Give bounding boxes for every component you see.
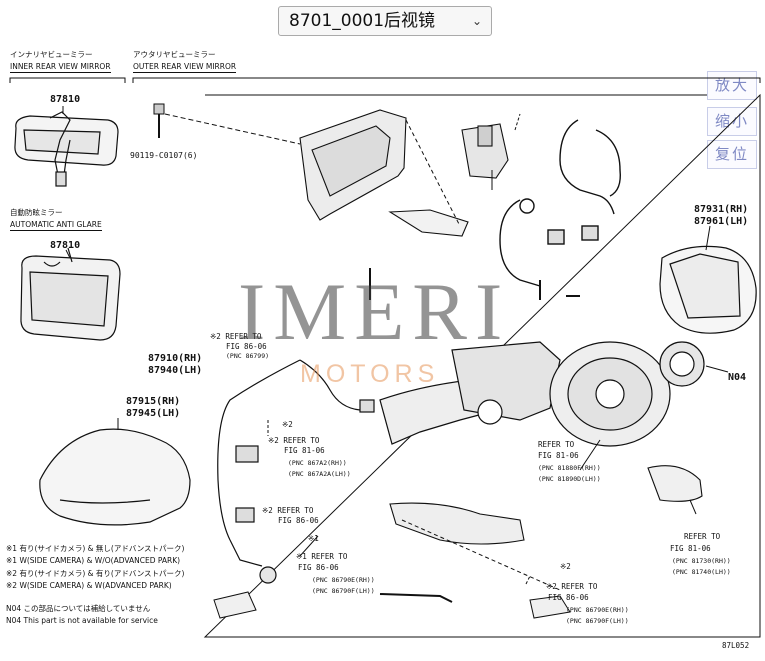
note-5: N04 この部品については補給していません — [6, 604, 151, 613]
ref7-title: REFER TO — [538, 440, 575, 449]
part-87810-b[interactable]: 87810 — [50, 240, 81, 251]
zoom-out-button[interactable]: 缩小 — [707, 107, 757, 136]
ref2-mark: ※2 — [282, 420, 293, 429]
ref7-pnc1: (PNC 81880F(RH)) — [538, 464, 601, 472]
mirror-actuator — [461, 123, 509, 179]
ref3-pnc2: (PNC 867A2A(LH)) — [288, 470, 351, 478]
part-87810-a[interactable]: 87810 — [50, 94, 81, 105]
note-1: ※1 有り(サイドカメラ) & 無し(アドバンストパーク) — [6, 544, 185, 553]
part-90119[interactable]: 90119-C0107(6) — [130, 151, 198, 160]
ref1-pnc: (PNC 86799) — [226, 352, 270, 360]
note-3: ※2 有り(サイドカメラ) & 有り(アドバンストパーク) — [6, 569, 185, 578]
ref6-title: ※1 REFER TO — [296, 552, 348, 561]
ref8-fig[interactable]: FIG 81-06 — [670, 544, 711, 553]
ref1-fig[interactable]: FIG 86-06 — [226, 342, 267, 351]
mirror-glass — [659, 245, 757, 334]
zoom-in-button[interactable]: 放大 — [707, 71, 757, 100]
ref3-title: ※2 REFER TO — [268, 436, 320, 445]
ref10-pnc1: (PNC 86790E(RH)) — [566, 606, 629, 614]
part-87940[interactable]: 87940(LH) — [148, 365, 203, 376]
ref7-pnc2: (PNC 81890D(LH)) — [538, 475, 601, 483]
camera-harness — [217, 359, 375, 584]
part-87945[interactable]: 87945(LH) — [126, 408, 181, 419]
ref4-fig[interactable]: FIG 86-06 — [278, 516, 319, 525]
mirror-back-plate — [549, 341, 671, 447]
inner-mirror-1 — [14, 111, 119, 187]
ref8-pnc2: (PNC 81740(LH)) — [672, 568, 731, 576]
ref6-pnc1: (PNC 86790E(RH)) — [312, 576, 375, 584]
reset-button[interactable]: 复位 — [707, 140, 757, 169]
part-87931[interactable]: 87931(RH) — [694, 204, 749, 215]
inner-section-bracket — [9, 77, 126, 83]
lower-cover — [389, 502, 525, 545]
outer-section-bracket — [132, 77, 761, 83]
ref6-fig[interactable]: FIG 86-06 — [298, 563, 339, 572]
ref8-pnc1: (PNC 81730(RH)) — [672, 557, 731, 565]
ref10-fig[interactable]: FIG 86-06 — [548, 593, 589, 602]
anti-glare-en-label: AUTOMATIC ANTI GLARE — [10, 220, 102, 231]
outer-mirror-en-label: OUTER REAR VIEW MIRROR — [133, 62, 237, 73]
ref3-pnc1: (PNC 867A2(RH)) — [288, 459, 347, 467]
anti-glare-jp-label: 自動防眩ミラー — [10, 208, 63, 217]
mirror-base-bracket — [299, 109, 469, 237]
diagram-select-value: 8701_0001后视镜 — [289, 11, 436, 31]
wire-harness — [499, 119, 621, 287]
ref10-pnc2: (PNC 86790F(LH)) — [566, 617, 629, 625]
part-n04[interactable]: N04 — [728, 372, 747, 383]
ref3-fig[interactable]: FIG 81-06 — [284, 446, 325, 455]
part-87915[interactable]: 87915(RH) — [126, 396, 181, 407]
top-bar: 8701_0001后视镜 ⌄ — [0, 0, 765, 44]
inner-mirror-jp-label: インナリヤビューミラー — [10, 50, 93, 59]
inner-mirror-2 — [20, 247, 121, 341]
ref10-title: ※2 REFER TO — [546, 582, 598, 591]
ref8-title: REFER TO — [684, 532, 721, 541]
note-6: N04 This part is not available for servi… — [6, 616, 158, 625]
note-2: ※1 W(SIDE CAMERA) & W/O(ADVANCED PARK) — [6, 556, 181, 565]
motor-n04 — [659, 341, 705, 387]
ref7-fig[interactable]: FIG 81-06 — [538, 451, 579, 460]
outer-mirror-jp-label: アウタリヤビューミラー — [133, 50, 216, 59]
turn-signal-lamp — [647, 465, 703, 502]
part-87910[interactable]: 87910(RH) — [148, 353, 203, 364]
inner-mirror-en-label: INNER REAR VIEW MIRROR — [10, 62, 111, 73]
part-87961[interactable]: 87961(LH) — [694, 216, 749, 227]
diagram-code: 87L052 — [722, 641, 750, 650]
mirror-housing — [379, 341, 561, 445]
ref1-title: ※2 REFER TO — [210, 332, 262, 341]
ref9-mark: ※2 — [560, 562, 571, 571]
note-4: ※2 W(SIDE CAMERA) & W(ADVANCED PARK) — [6, 581, 172, 590]
bolt-90119 — [153, 103, 165, 138]
ref4-title: ※2 REFER TO — [262, 506, 314, 515]
ref6-pnc2: (PNC 86790F(LH)) — [312, 587, 375, 595]
mirror-cover — [39, 428, 191, 526]
ref5-mark: ※1 — [308, 534, 319, 543]
diagram-select[interactable]: 8701_0001后视镜 ⌄ — [278, 6, 492, 36]
chevron-down-icon: ⌄ — [471, 14, 482, 28]
